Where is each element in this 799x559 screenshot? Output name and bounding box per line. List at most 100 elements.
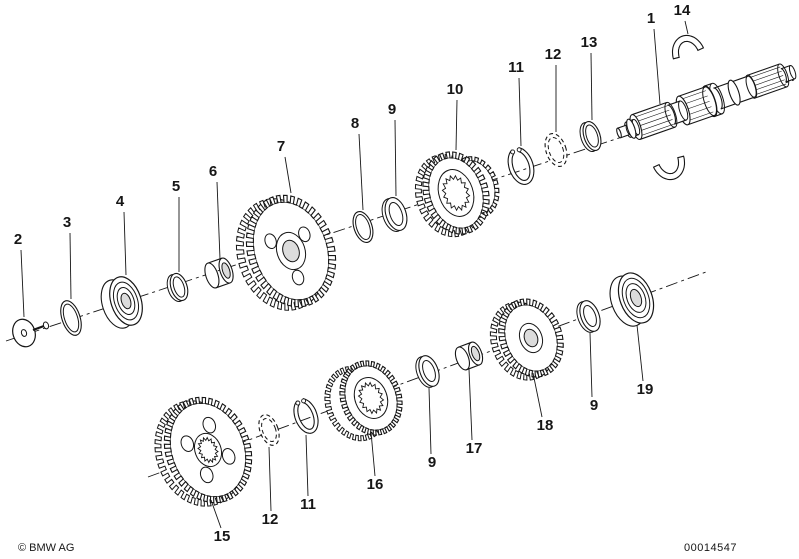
part-circlip-11b — [293, 398, 319, 434]
ellipse-shape — [193, 432, 223, 468]
ellipse-shape — [523, 328, 539, 348]
ellipse-shape — [583, 305, 597, 327]
ellipse-shape — [221, 448, 236, 465]
ellipse-shape — [221, 262, 231, 279]
part-ball-bearing-4 — [100, 276, 143, 329]
ellipse-shape — [626, 118, 637, 139]
callout-label: 19 — [637, 381, 654, 398]
callout-label: 14 — [674, 2, 691, 19]
part-shim-13 — [579, 121, 602, 152]
callout-17: 17 — [466, 368, 482, 457]
callout-leader-line — [358, 133, 364, 211]
ellipse-shape — [202, 416, 217, 434]
part-gear-18 — [489, 298, 564, 381]
callout-leader-line — [305, 434, 309, 497]
part-spring-washer-12 — [544, 133, 568, 167]
callout-label: 10 — [447, 81, 464, 98]
callout-12: 12 — [545, 46, 562, 132]
ellipse-shape — [261, 418, 277, 442]
line-shape — [617, 124, 627, 129]
callout-9: 9 — [428, 387, 436, 471]
line-shape — [751, 75, 784, 87]
callout-leader-line — [69, 232, 72, 300]
part-output-shaft-1 — [616, 63, 797, 141]
line-shape — [780, 65, 791, 70]
callout-label: 8 — [351, 115, 359, 132]
callout-label: 4 — [116, 193, 125, 210]
callout-10: 10 — [447, 81, 464, 151]
ellipse-shape — [547, 136, 565, 164]
circlip-eye-hole — [516, 147, 522, 153]
callout-8: 8 — [351, 115, 364, 211]
callout-2: 2 — [14, 231, 25, 318]
callout-leader-line — [468, 368, 473, 441]
line-shape — [746, 63, 780, 76]
callout-3: 3 — [63, 214, 72, 300]
ellipse-shape — [727, 79, 741, 106]
callout-label: 11 — [300, 496, 316, 513]
line-shape — [466, 364, 480, 371]
callout-leader-line — [589, 332, 593, 398]
copyright-text: © BMW AG — [18, 542, 75, 554]
ellipse-shape — [504, 304, 558, 372]
callout-leader-line — [636, 324, 644, 382]
part-spring-washer-12b — [258, 414, 280, 446]
line-shape — [634, 109, 670, 123]
line-shape — [753, 83, 787, 96]
callout-label: 9 — [590, 397, 598, 414]
part-thrust-half-ring-upper-14 — [671, 34, 705, 60]
callout-leader-line — [532, 372, 543, 418]
callout-19: 19 — [636, 324, 654, 398]
ellipse-shape — [621, 277, 651, 319]
callout-9: 9 — [388, 101, 397, 197]
part-shim-8 — [352, 211, 374, 243]
ellipse-shape — [625, 283, 647, 313]
path-shape — [652, 155, 686, 181]
ellipse-shape — [470, 345, 481, 362]
callout-label: 7 — [277, 138, 285, 155]
callout-15: 15 — [210, 499, 230, 545]
callout-leader-line — [518, 77, 522, 147]
callout-leader-line — [653, 28, 661, 105]
ellipse-shape — [258, 414, 280, 446]
ellipse-shape — [422, 360, 436, 382]
line-shape — [640, 126, 676, 140]
path-shape — [197, 436, 219, 464]
ellipse-shape — [253, 201, 329, 301]
ellipse-shape — [437, 169, 475, 217]
callout-leader-line — [370, 431, 376, 477]
callout-leader-line — [123, 211, 127, 276]
ellipse-shape — [344, 365, 398, 431]
callout-label: 12 — [545, 46, 562, 63]
path-shape — [441, 174, 471, 212]
callout-12: 12 — [262, 446, 279, 528]
ellipse-shape — [355, 214, 371, 240]
part-plug-2 — [12, 318, 50, 348]
drawing-number-text: 00014547 — [684, 542, 737, 554]
callout-6: 6 — [209, 163, 221, 260]
callout-label: 9 — [428, 454, 436, 471]
callout-11: 11 — [508, 59, 524, 147]
line-shape — [686, 111, 714, 122]
callout-label: 11 — [508, 59, 524, 76]
ellipse-shape — [172, 276, 186, 298]
part-circlip-11 — [507, 147, 535, 185]
callout-label: 1 — [647, 10, 655, 27]
part-gear-10 — [414, 151, 490, 238]
ellipse-shape — [120, 292, 132, 310]
line-shape — [749, 70, 782, 83]
ellipse-shape — [275, 231, 307, 271]
ellipse-shape — [298, 226, 311, 243]
callout-label: 12 — [262, 511, 279, 528]
line-shape — [639, 123, 675, 137]
ellipse-shape — [180, 435, 195, 452]
circlip-eye-hole — [295, 400, 301, 406]
circlip-eye-hole — [510, 149, 516, 155]
line-shape — [207, 257, 223, 264]
callout-label: 6 — [209, 163, 217, 180]
line-shape — [632, 105, 668, 119]
line-shape — [458, 341, 472, 348]
callout-label: 13 — [581, 34, 598, 51]
path-shape — [671, 34, 705, 60]
